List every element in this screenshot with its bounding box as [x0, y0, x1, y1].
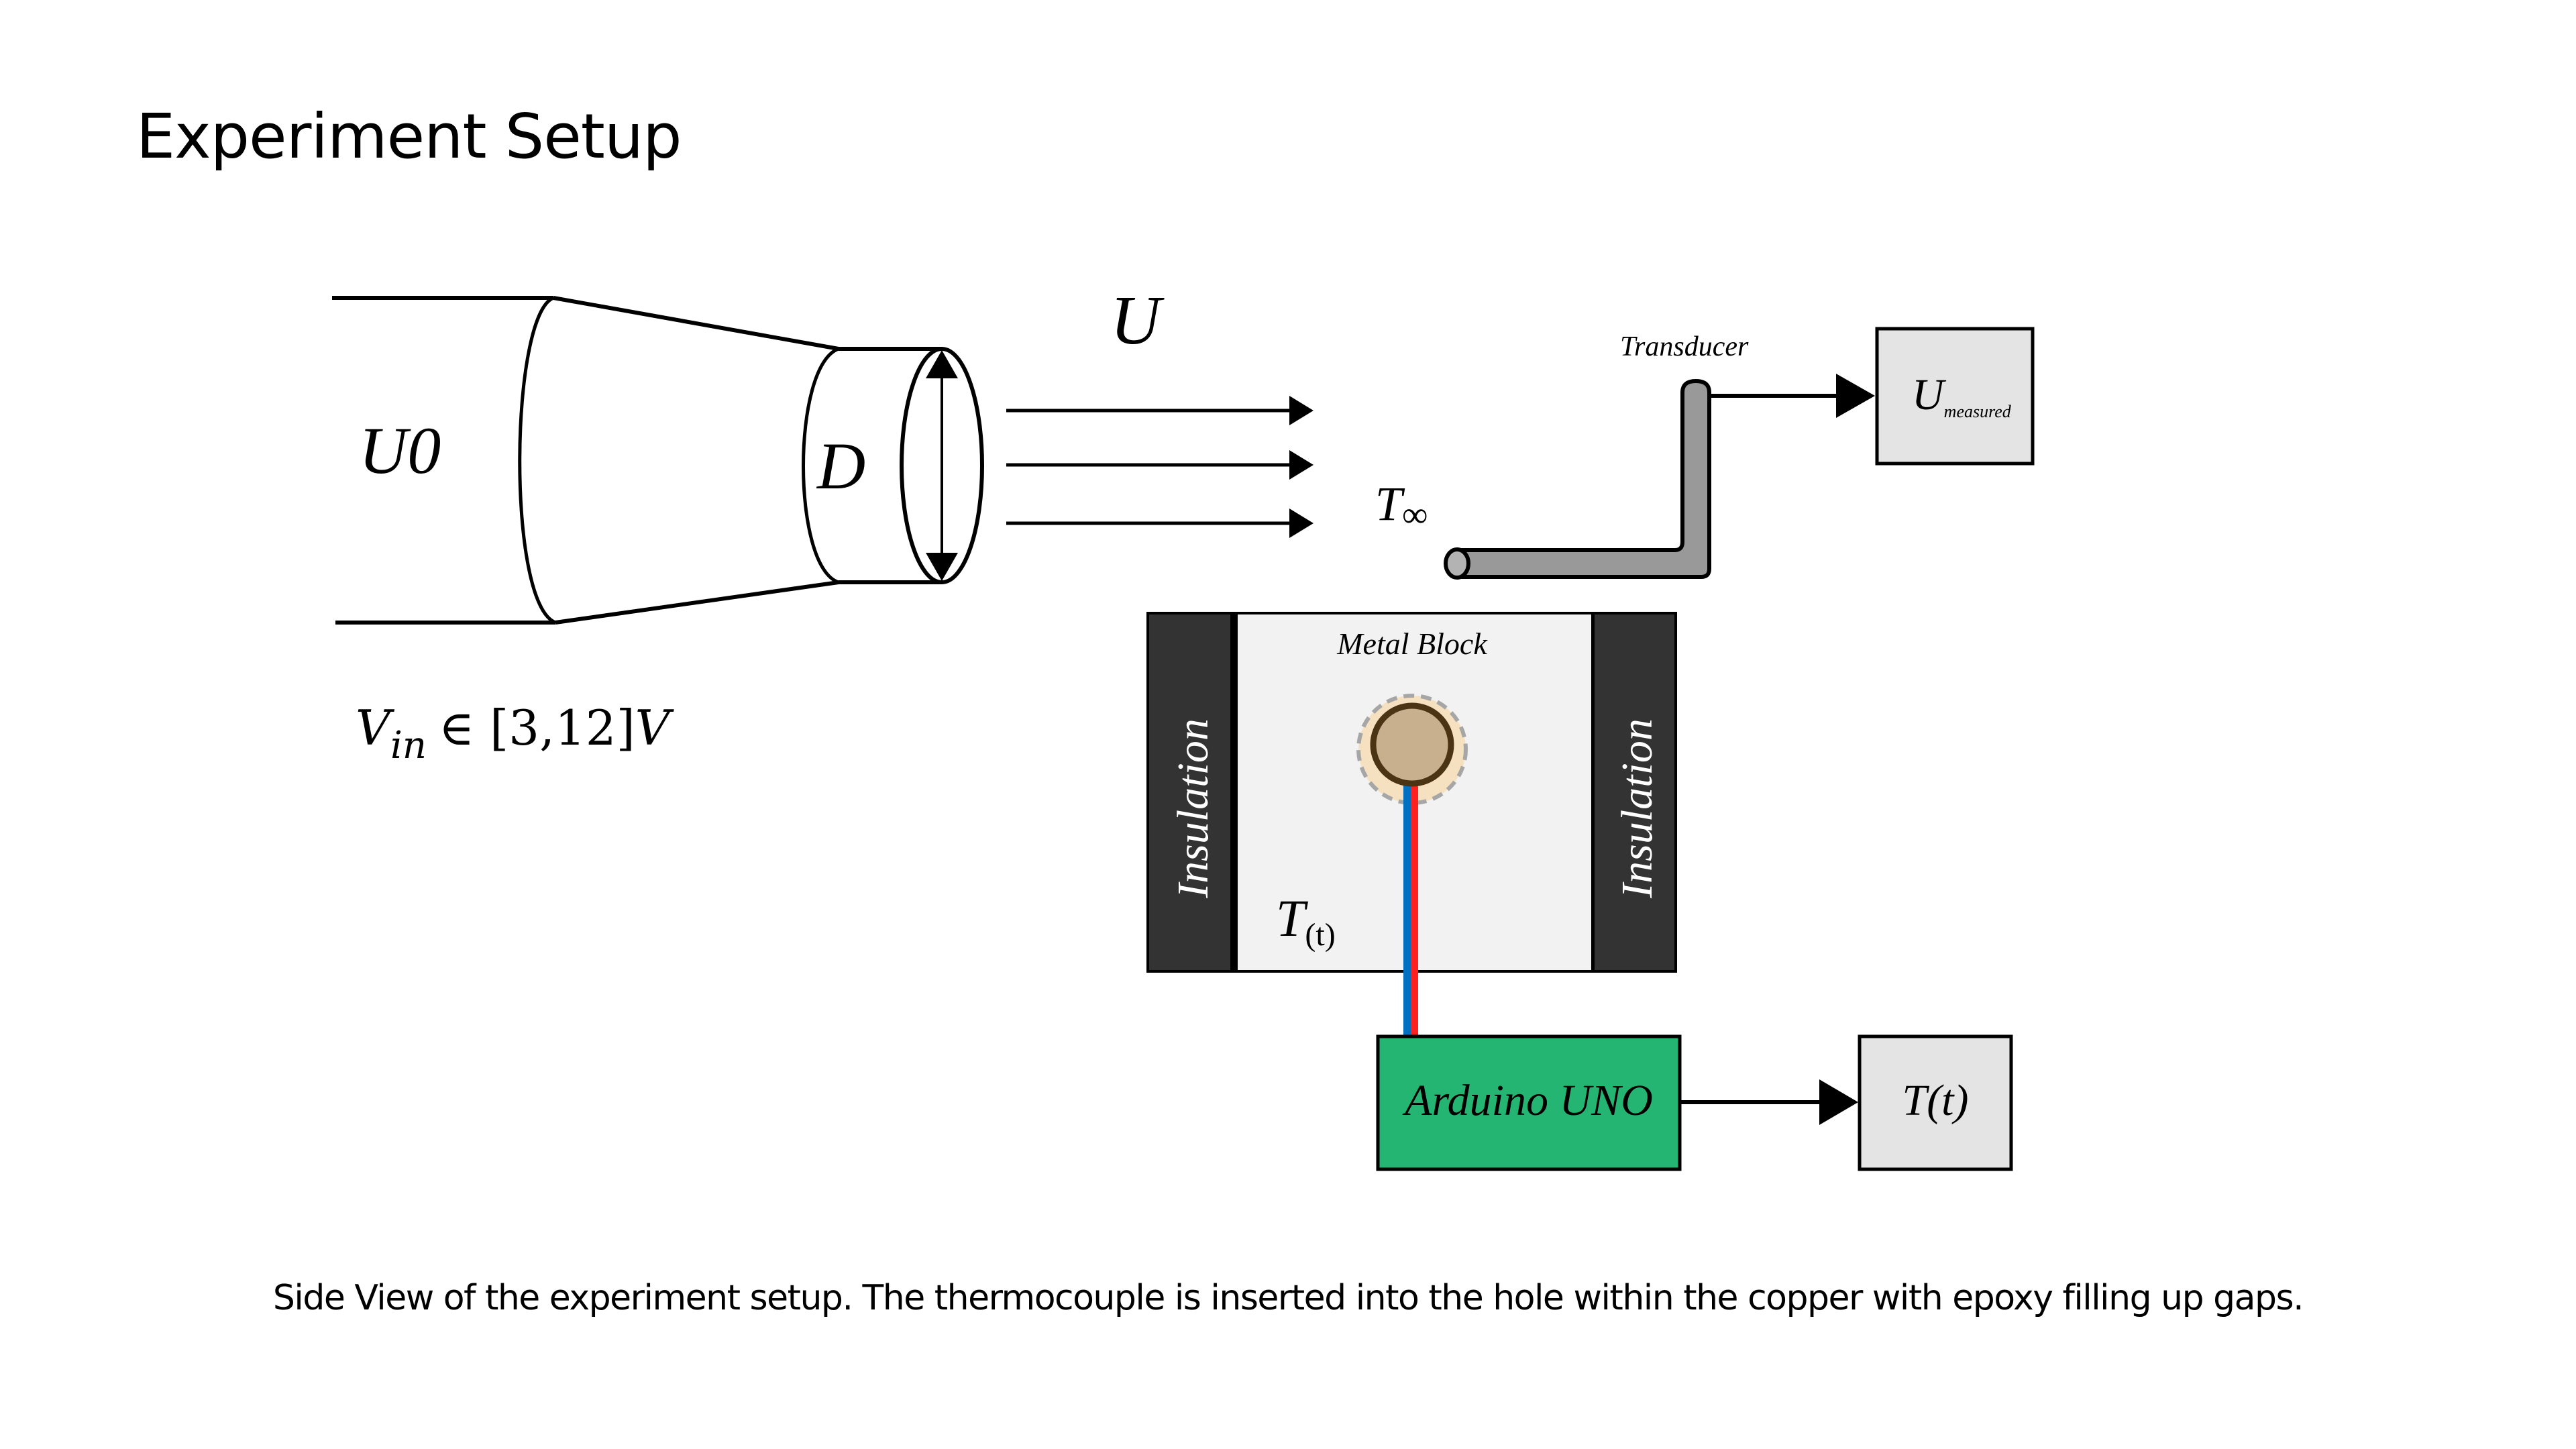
- arduino-assembly: Arduino UNO T(t): [1376, 1034, 2013, 1171]
- measured-velocity-symbol: U: [1912, 370, 1947, 419]
- nozzle: U0 D Vin∈ [3,12]V: [332, 296, 984, 767]
- flow-arrowhead-icon: [1289, 508, 1313, 538]
- arduino-label: Arduino UNO: [1402, 1076, 1653, 1125]
- vin-subscript: in: [390, 724, 427, 767]
- wire-red: [1411, 785, 1418, 1036]
- transducer-pipe: [1454, 379, 1711, 579]
- diameter-arrow-top-icon: [926, 350, 958, 378]
- figure-caption: Side View of the experiment setup. The t…: [272, 1278, 2304, 1318]
- measured-velocity-label: Umeasured: [1912, 370, 2012, 421]
- vin-unit: V: [635, 700, 675, 756]
- block-temp-label: T(t): [1276, 889, 1336, 953]
- cone-outlet-edge: [802, 347, 840, 584]
- thermocouple-bead: [1370, 702, 1454, 787]
- left-insulation: [1149, 614, 1230, 970]
- arduino-box: [1376, 1034, 1682, 1171]
- arduino-arrowhead-icon: [1819, 1079, 1858, 1125]
- wire-blue: [1403, 785, 1411, 1036]
- right-insulation-label: Insulation: [1613, 718, 1662, 899]
- temperature-output-label: T(t): [1902, 1076, 1969, 1125]
- right-insulation: [1595, 614, 1674, 970]
- cone-top-line: [553, 296, 839, 351]
- inlet-velocity-label: U0: [359, 413, 441, 488]
- block-temp-symbol: T: [1276, 889, 1308, 947]
- metal-block-label: Metal Block: [1336, 627, 1488, 661]
- measured-velocity-subscript: measured: [1944, 402, 2012, 421]
- ambient-temp-subscript: ∞: [1402, 494, 1428, 535]
- temperature-output-box: [1858, 1034, 2013, 1171]
- inlet-ellipse-edge: [518, 296, 557, 625]
- flow-arrows: U T∞: [1006, 282, 1428, 538]
- vin-symbol: V: [356, 700, 395, 756]
- left-insulation-label: Insulation: [1169, 718, 1218, 899]
- transducer: Transducer Umeasured: [1444, 327, 2035, 580]
- metal-block-assembly: Insulation Insulation Metal Block T(t): [1146, 612, 1677, 1036]
- ambient-temp-label: T∞: [1375, 477, 1428, 535]
- outlet-ellipse: [900, 347, 984, 584]
- vin-relation: ∈ [3,12]: [439, 700, 635, 756]
- transducer-pipe-opening: [1444, 547, 1470, 580]
- measured-velocity-box: [1875, 327, 2035, 466]
- transducer-label: Transducer: [1620, 331, 1749, 362]
- flow-arrowhead-icon: [1289, 396, 1313, 425]
- cone-bottom-line: [555, 580, 839, 625]
- flow-arrowhead-icon: [1289, 450, 1313, 480]
- input-voltage-range: Vin∈ [3,12]V: [356, 700, 675, 767]
- flow-velocity-label: U: [1110, 282, 1165, 359]
- diameter-arrow-bottom-icon: [926, 553, 958, 581]
- page-title: Experiment Setup: [136, 101, 682, 172]
- ambient-temp-symbol: T: [1375, 477, 1405, 531]
- diameter-label: D: [816, 429, 865, 503]
- transducer-arrowhead-icon: [1836, 374, 1875, 418]
- block-temp-subscript: (t): [1305, 917, 1335, 953]
